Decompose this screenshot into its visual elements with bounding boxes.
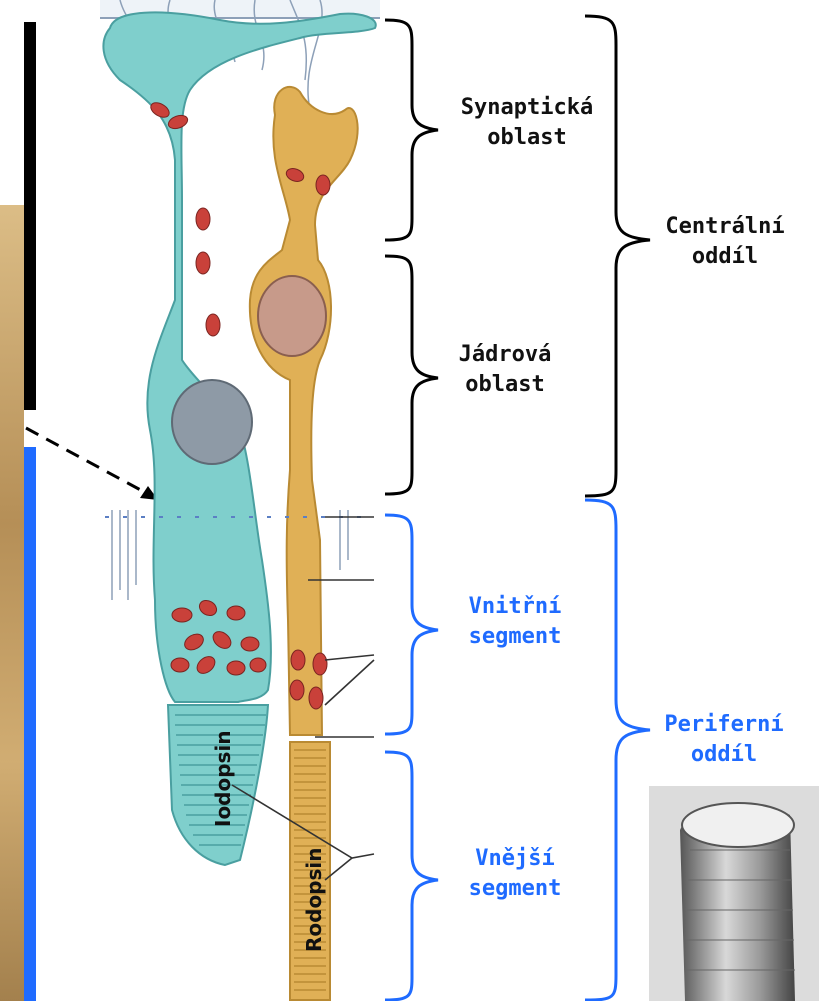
label-iodopsin: Iodopsin bbox=[211, 717, 235, 827]
peripheral-section-bar bbox=[24, 447, 36, 1001]
braces-central bbox=[385, 16, 650, 496]
sem-micrograph bbox=[649, 786, 819, 1001]
dashed-arrow bbox=[26, 428, 148, 494]
central-section-bar bbox=[24, 22, 36, 410]
label-rodopsin: Rodopsin bbox=[302, 832, 326, 952]
braces-peripheral bbox=[385, 500, 650, 1000]
